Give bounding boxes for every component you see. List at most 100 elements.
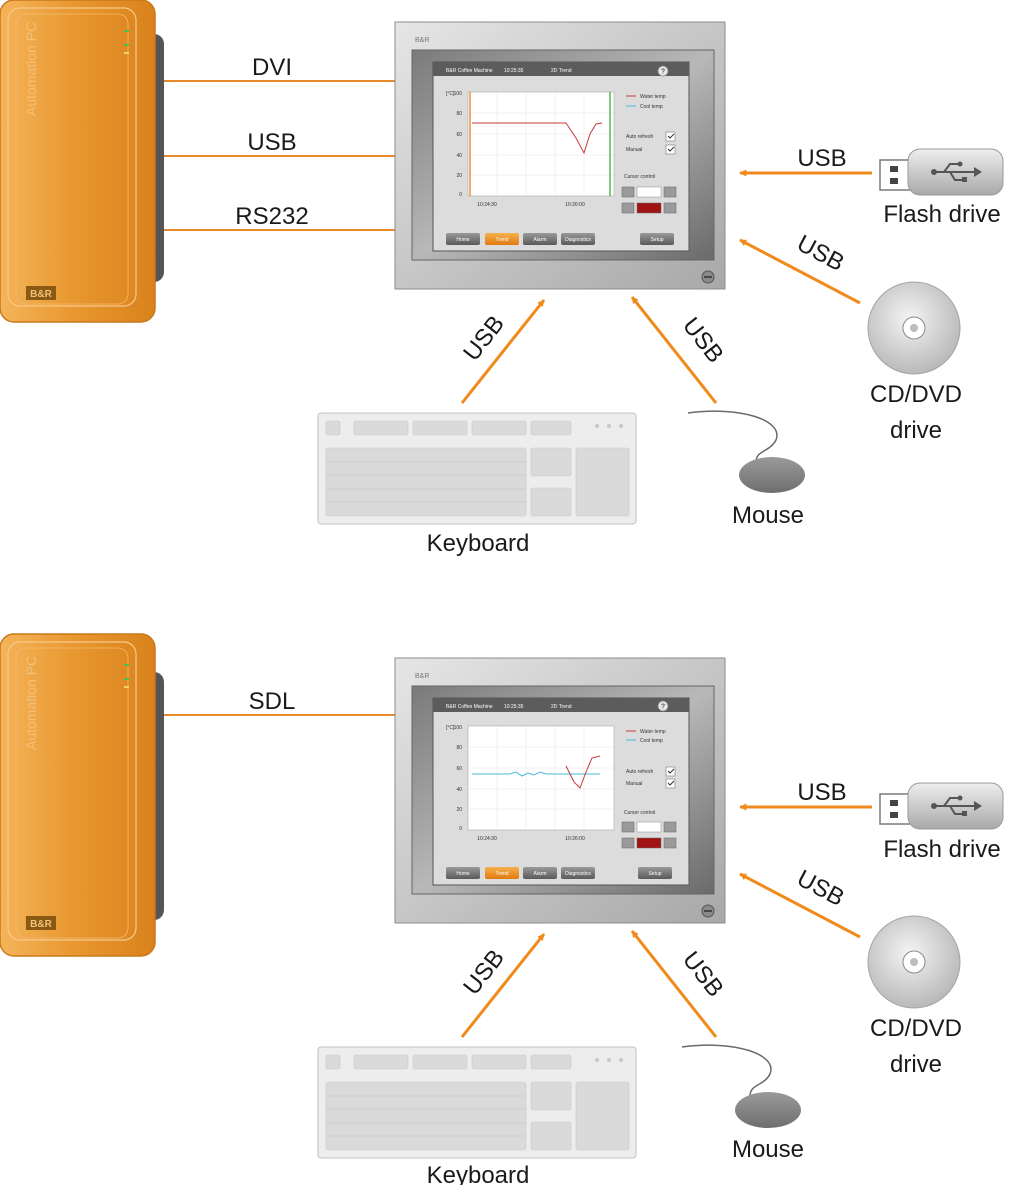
y-tick: 80 (456, 745, 462, 751)
cd-label-line2: drive (890, 1051, 942, 1078)
help-icon[interactable] (657, 700, 669, 712)
mouse-label: Mouse (732, 1136, 804, 1163)
screen-page: 2D Trend (551, 68, 572, 74)
help-icon[interactable] (657, 65, 669, 77)
checkbox[interactable] (665, 144, 676, 155)
checkbox[interactable] (665, 766, 676, 777)
svg-text:?: ? (661, 704, 665, 711)
x-tick: 10:26:00 (565, 202, 585, 208)
cursor-field[interactable] (636, 837, 662, 849)
svg-text:Setup: Setup (648, 871, 661, 877)
mouse-arrow (630, 930, 718, 1038)
x-tick: 10:26:00 (565, 836, 585, 842)
screen-title: B&R Coffee Machine (446, 68, 493, 74)
cursor-field[interactable] (636, 821, 662, 833)
setup-button[interactable] (638, 867, 672, 879)
cursor-label: Cursor control (624, 174, 655, 180)
alarm-button[interactable] (523, 233, 557, 245)
cd-label-line1: CD/DVD (870, 381, 962, 408)
usb-symbol-icon (931, 795, 982, 816)
check-label: Manual (626, 147, 642, 153)
y-tick: 0 (459, 826, 462, 832)
svg-text:Trend: Trend (496, 871, 509, 877)
hmi-screen: B&R Coffee Machine 10:25:35 2D Trend ? [… (432, 61, 690, 252)
check-label: Auto refresh (626, 134, 653, 140)
y-tick: 40 (456, 787, 462, 793)
alarm-button[interactable] (523, 867, 557, 879)
y-tick: 40 (456, 153, 462, 159)
automation-pc: Automation PC B&R (0, 633, 164, 957)
legend-item: Water temp (640, 729, 666, 735)
mouse-icon (687, 410, 805, 493)
svg-text:Home: Home (456, 237, 470, 243)
trend-button[interactable] (485, 867, 519, 879)
flash-drive (879, 148, 1004, 196)
cursor-field[interactable] (636, 202, 662, 214)
y-unit: [°C] (446, 91, 455, 97)
screen-time: 10:25:35 (504, 68, 524, 74)
home-button[interactable] (446, 867, 480, 879)
flash-drive (879, 782, 1004, 830)
check-label: Manual (626, 781, 642, 787)
keyboard-label: Keyboard (427, 1162, 530, 1185)
mouse-link-label: USB (677, 947, 729, 1003)
cd-arrow (739, 238, 861, 305)
checkbox[interactable] (665, 778, 676, 789)
home-button[interactable] (446, 233, 480, 245)
diagram-2: Automation PC B&R SDL B&R B&R Coffee Mac… (0, 633, 1004, 1185)
cursor-field[interactable] (636, 186, 662, 198)
cursor-button[interactable] (621, 186, 635, 198)
checkbox[interactable] (665, 131, 676, 142)
cursor-button[interactable] (621, 202, 635, 214)
usb-symbol-icon (931, 161, 982, 182)
diagnostics-button[interactable] (561, 867, 595, 879)
svg-text:Diagnostics: Diagnostics (565, 237, 591, 243)
cursor-button[interactable] (663, 837, 677, 849)
setup-button[interactable] (640, 233, 674, 245)
keyboard-arrow (460, 299, 546, 404)
legend-item: Cool temp (640, 738, 663, 744)
hmi-screen: B&R Coffee Machine 10:25:35 2D Trend ? [… (432, 697, 690, 886)
pc-logo-text: B&R (30, 919, 52, 930)
automation-pc: Automation PC B&R (0, 0, 164, 323)
pc-logo-text: B&R (30, 289, 52, 300)
y-tick: 60 (456, 132, 462, 138)
trend-plot (467, 725, 615, 831)
keyboard-icon (317, 412, 637, 525)
y-tick: 100 (454, 91, 463, 97)
diagram-1: Automation PC B&R DVI USB RS232 B&R B&R … (0, 0, 1004, 557)
cursor-button[interactable] (621, 837, 635, 849)
pc-brand-text: Automation PC (23, 22, 39, 116)
bezel-logo: B&R (415, 37, 429, 44)
trend-button[interactable] (485, 233, 519, 245)
sdl-label: SDL (249, 688, 296, 715)
mouse-icon (681, 1044, 801, 1128)
svg-text:?: ? (661, 69, 665, 76)
diagnostics-button[interactable] (561, 233, 595, 245)
mouse-arrow (630, 296, 718, 404)
keyboard-arrow (460, 933, 546, 1038)
panel-pc: B&R B&R Coffee Machine 10:25:35 2D Trend… (394, 657, 726, 924)
cd-label-line2: drive (890, 417, 942, 444)
y-tick: 100 (454, 725, 463, 731)
svg-text:Diagnostics: Diagnostics (565, 871, 591, 877)
y-tick: 80 (456, 111, 462, 117)
flash-link-label: USB (797, 779, 846, 806)
x-tick: 10:24:30 (477, 202, 497, 208)
check-label: Auto refresh (626, 769, 653, 775)
panel-pc: B&R B&R Coffee Machine 10:25:35 2D Trend… (394, 21, 726, 290)
x-tick: 10:24:30 (477, 836, 497, 842)
keyboard-icon (317, 1046, 637, 1159)
y-unit: [°C] (446, 725, 455, 731)
cursor-button[interactable] (621, 821, 635, 833)
usb-label: USB (247, 129, 296, 156)
y-tick: 20 (456, 807, 462, 813)
cursor-button[interactable] (663, 202, 677, 214)
keyboard-label: Keyboard (427, 530, 530, 557)
y-tick: 20 (456, 173, 462, 179)
cd-arrow (739, 872, 861, 939)
cursor-button[interactable] (663, 186, 677, 198)
svg-text:Home: Home (456, 871, 470, 877)
cursor-button[interactable] (663, 821, 677, 833)
cd-disc-icon (867, 915, 961, 1009)
